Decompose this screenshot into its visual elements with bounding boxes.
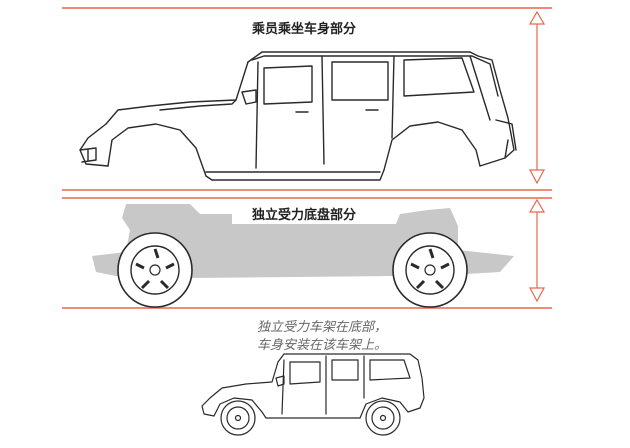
watermark-text: 汽车之家 XGO.COM.CN (286, 259, 363, 267)
label-chassis-section: 独立受力底盘部分 (252, 208, 357, 223)
dimension-arrow-body (528, 10, 546, 185)
guide-lines (62, 7, 552, 309)
small-rear-wheel (365, 400, 401, 436)
small-front-wheel (220, 400, 256, 436)
caption-line-2: 车身安装在该车架上。 (257, 338, 388, 353)
front-wheel (117, 232, 193, 308)
caption-line-1: 独立受力车架在底部， (257, 320, 388, 335)
vehicle-body-sketch (79, 51, 517, 181)
rear-wheel (392, 232, 468, 308)
assembled-vehicle-sketch (201, 353, 425, 436)
dimension-arrow-chassis (528, 198, 546, 303)
label-body-section: 乘员乘坐车身部分 (252, 22, 357, 37)
chassis-frame (92, 204, 514, 308)
